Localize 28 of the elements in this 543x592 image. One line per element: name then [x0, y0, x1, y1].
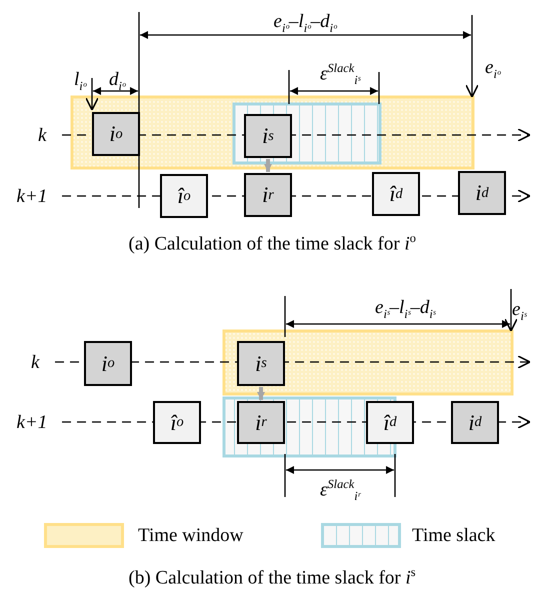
task-box: i$^{r}$: [237, 401, 285, 444]
row-label: k+1: [16, 187, 48, 206]
task-box: i$^{d}$: [451, 401, 499, 444]
task-box: î$^{d}$: [366, 401, 414, 444]
task-box: i$^{o}$: [84, 341, 132, 386]
row-label: k+1: [16, 413, 48, 432]
dimension-label: e$_{iᵒ}$: [485, 58, 500, 80]
task-box: i$^{s}$: [244, 114, 292, 158]
task-box: î$^{d}$: [372, 172, 420, 216]
row-label: k: [38, 126, 46, 145]
task-box: î$^{o}$: [153, 401, 201, 444]
arrow: [264, 159, 272, 172]
task-box: i$^{r}$: [244, 173, 292, 217]
caption: (b) Calculation of the time slack for i$^{s}$: [128, 566, 416, 588]
task-box: i$^{o}$: [92, 112, 140, 156]
dimension-label: d$_{iᵒ}$: [109, 70, 126, 92]
dimension-label: l$_{iᵒ}$: [74, 70, 86, 92]
legend-label: Time slack: [412, 526, 496, 545]
arrow: [257, 387, 265, 400]
caption: (a) Calculation of the time slack for i$^{o}$: [128, 232, 416, 254]
dimension-label: e$_{iˢ}$: [512, 300, 526, 322]
task-box: i$^{d}$: [458, 171, 506, 215]
dimension-label: e$_{iˢ}$–l$_{iˢ}$–d$_{iˢ}$: [375, 298, 436, 320]
task-box: î$^{o}$: [160, 174, 208, 218]
task-box: i$^{s}$: [237, 341, 285, 386]
dimension-label: e$_{iᵒ}$–l$_{iᵒ}$–d$_{iᵒ}$: [274, 12, 337, 34]
legend-label: Time window: [138, 526, 244, 545]
row-label: k: [31, 353, 40, 372]
